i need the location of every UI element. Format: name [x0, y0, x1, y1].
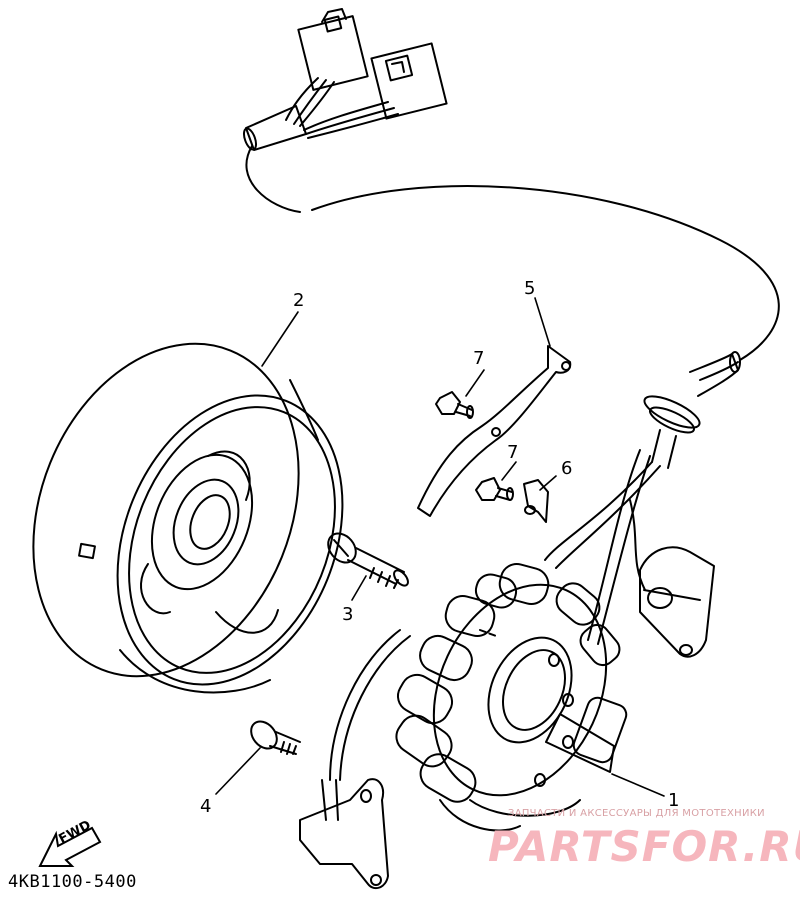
bolt-3 — [323, 528, 411, 588]
callout-6: 6 — [561, 458, 572, 479]
plate-6 — [524, 480, 548, 522]
callout-4: 4 — [200, 796, 211, 817]
bolt-4 — [246, 716, 300, 754]
callout-1: 1 — [668, 790, 679, 811]
callout-7-upper: 7 — [473, 348, 484, 369]
watermark-tagline: ЗАПЧАСТИ И АКСЕССУАРЫ ДЛЯ МОТОТЕХНИКИ — [508, 808, 765, 819]
grommet — [545, 390, 703, 644]
watermark-brand: PARTSFOR.RU — [488, 822, 800, 871]
screw-7-upper — [436, 392, 473, 418]
callout-3: 3 — [342, 604, 353, 625]
callout-5: 5 — [524, 278, 535, 299]
callout-2: 2 — [293, 290, 304, 311]
connector-harness — [242, 9, 779, 396]
screw-7-lower — [476, 478, 513, 500]
fwd-arrow-icon — [40, 828, 100, 866]
stator-assembly — [330, 556, 639, 830]
callout-7-lower: 7 — [507, 442, 518, 463]
pickup-coil — [640, 547, 714, 656]
leader-lines — [216, 298, 664, 796]
rotor-flywheel — [0, 304, 384, 719]
part-code: 4KB1100-5400 — [8, 872, 137, 892]
lead-clamp — [418, 346, 570, 516]
lead-connector — [300, 779, 388, 888]
